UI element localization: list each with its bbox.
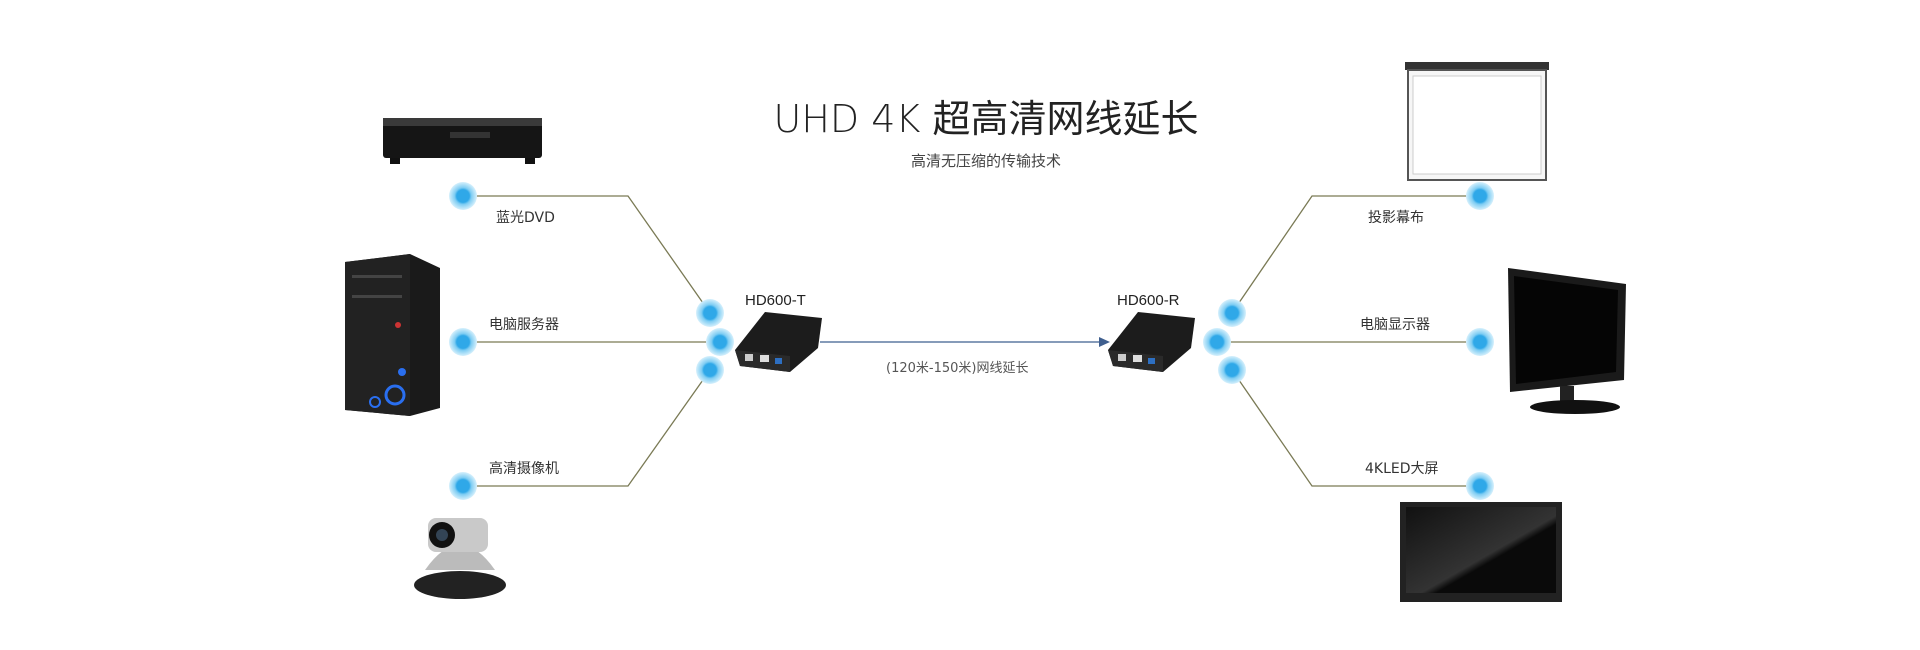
receiver-device-icon xyxy=(1108,312,1195,372)
ethernet-link-arrow xyxy=(820,337,1110,347)
node-icon xyxy=(1203,328,1231,356)
pc-tower-icon xyxy=(345,254,440,416)
bluray-player-icon xyxy=(383,118,542,164)
projector-screen-icon xyxy=(1405,62,1549,181)
line-tv xyxy=(1231,369,1480,487)
connector-lines xyxy=(463,195,1480,487)
line-camera xyxy=(463,369,711,487)
led-tv-icon xyxy=(1400,502,1562,602)
node-icon xyxy=(449,182,477,210)
source-label-camera: 高清摄像机 xyxy=(489,461,559,477)
node-icon xyxy=(1218,299,1246,327)
node-icon xyxy=(449,328,477,356)
node-icon xyxy=(1466,182,1494,210)
node-icon xyxy=(696,356,724,384)
output-label-tv: 4KLED大屏 xyxy=(1365,461,1439,477)
source-label-dvd: 蓝光DVD xyxy=(496,210,555,226)
node-icon xyxy=(1466,328,1494,356)
connection-nodes xyxy=(449,182,1494,500)
node-icon xyxy=(1218,356,1246,384)
output-label-monitor: 电脑显示器 xyxy=(1360,317,1430,333)
monitor-icon xyxy=(1508,268,1626,414)
node-icon xyxy=(696,299,724,327)
node-icon xyxy=(706,328,734,356)
transmitter-label: HD600-T xyxy=(745,292,806,309)
source-label-pc: 电脑服务器 xyxy=(489,317,559,333)
line-screen xyxy=(1231,195,1480,314)
output-label-screen: 投影幕布 xyxy=(1368,210,1424,226)
node-icon xyxy=(449,472,477,500)
receiver-label: HD600-R xyxy=(1117,292,1180,309)
page-title: UHD 4K 超高清网线延长 xyxy=(773,97,1199,141)
hd-camera-icon xyxy=(414,518,506,599)
page-subtitle: 高清无压缩的传输技术 xyxy=(910,152,1061,170)
transmitter-device-icon xyxy=(735,312,822,372)
node-icon xyxy=(1466,472,1494,500)
line-dvd xyxy=(463,195,711,314)
link-label: (120米-150米)网线延长 xyxy=(886,361,1029,376)
